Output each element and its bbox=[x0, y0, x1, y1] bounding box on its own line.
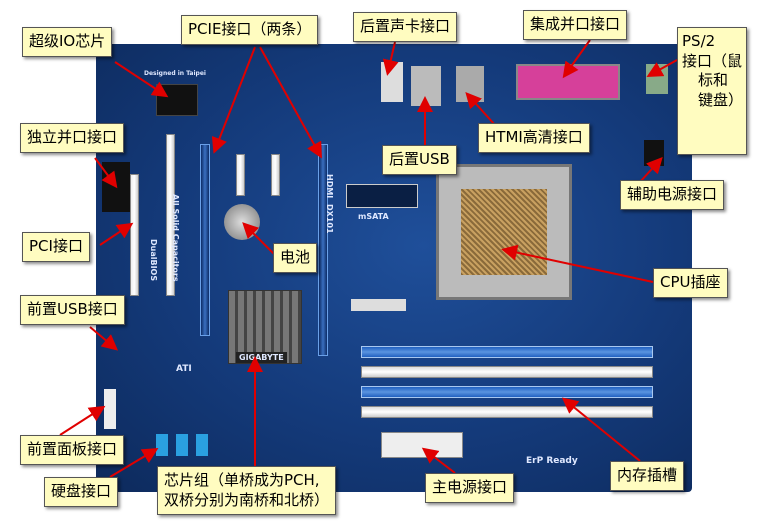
cpu-socket bbox=[436, 164, 572, 300]
pci-slot bbox=[166, 134, 175, 296]
hdmi-port bbox=[456, 66, 484, 102]
callout-pci: PCI接口 bbox=[22, 232, 90, 262]
chipset-heatsink bbox=[228, 290, 302, 364]
pci-slot bbox=[130, 174, 139, 296]
callout-battery: 电池 bbox=[273, 243, 318, 273]
callout-super-io: 超级IO芯片 bbox=[22, 27, 113, 57]
memory-slot bbox=[361, 406, 653, 418]
callout-front-panel: 前置面板接口 bbox=[20, 435, 125, 465]
super-io-chip bbox=[156, 84, 198, 116]
ps2-line: 接口（鼠 bbox=[682, 51, 743, 70]
pcie-slot bbox=[200, 144, 210, 336]
aux-power-connector bbox=[644, 140, 664, 166]
callout-aux-power: 辅助电源接口 bbox=[620, 180, 725, 210]
callout-main-power: 主电源接口 bbox=[425, 473, 515, 503]
rear-usb-port bbox=[411, 66, 441, 106]
callout-ps2: PS/2 接口（鼠 标和 键盘） bbox=[677, 27, 747, 155]
parallel-header bbox=[102, 162, 130, 212]
motherboard-photo: Designed in Taipei All Solid Capacitors … bbox=[96, 44, 692, 492]
callout-hdmi: HTMI高清接口 bbox=[478, 123, 590, 153]
callout-memory-slots: 内存插槽 bbox=[610, 461, 685, 491]
designed-marking: Designed in Taipei bbox=[144, 70, 206, 77]
ps2-line: 键盘） bbox=[698, 90, 744, 109]
callout-parallel-integrated: 集成并口接口 bbox=[523, 10, 628, 40]
chipset-line: 双桥分别为南桥和北桥） bbox=[164, 490, 330, 509]
memory-slot bbox=[361, 346, 653, 358]
callout-chipset: 芯片组（单桥成为PCH, 双桥分别为南桥和北桥） bbox=[157, 466, 337, 515]
dualbios-marking: DualBIOS bbox=[149, 239, 158, 282]
erp-marking: ErP Ready bbox=[526, 456, 578, 466]
brand-marking: GIGABYTE bbox=[236, 352, 287, 363]
callout-cpu-socket: CPU插座 bbox=[653, 268, 728, 298]
dx-marking: DX101 bbox=[325, 204, 334, 234]
capacitor-marking: All Solid Capacitors bbox=[171, 194, 180, 282]
callout-parallel-standalone: 独立并口接口 bbox=[20, 123, 125, 153]
sata-port bbox=[156, 434, 168, 456]
sata-port bbox=[196, 434, 208, 456]
hdmi-marking: HDMI bbox=[325, 174, 334, 199]
front-panel-header bbox=[104, 389, 116, 429]
memory-slot bbox=[361, 366, 653, 378]
ati-marking: ATI bbox=[176, 364, 192, 374]
pcie-x1-slot bbox=[271, 154, 280, 196]
callout-rear-usb: 后置USB bbox=[382, 145, 457, 175]
atx-power-connector bbox=[381, 432, 463, 458]
pcie-x1-slot bbox=[236, 154, 245, 196]
ps2-line: 标和 bbox=[698, 71, 729, 89]
ps2-port bbox=[646, 64, 668, 94]
pcie-slot bbox=[318, 144, 328, 356]
memory-slot bbox=[361, 386, 653, 398]
callout-pcie: PCIE接口（两条） bbox=[181, 15, 319, 45]
parallel-port bbox=[516, 64, 620, 100]
msata-slot bbox=[346, 184, 418, 208]
ps2-line: PS/2 bbox=[682, 32, 716, 50]
cmos-battery bbox=[224, 204, 260, 240]
callout-front-usb: 前置USB接口 bbox=[20, 295, 125, 325]
audio-port bbox=[381, 62, 403, 102]
msata-marking: mSATA bbox=[358, 212, 389, 221]
chipset-line: 芯片组（单桥成为PCH, bbox=[164, 471, 320, 489]
sata-port bbox=[176, 434, 188, 456]
callout-rear-audio: 后置声卡接口 bbox=[353, 12, 458, 42]
callout-sata: 硬盘接口 bbox=[44, 477, 119, 507]
msata-slot-2 bbox=[351, 299, 406, 311]
